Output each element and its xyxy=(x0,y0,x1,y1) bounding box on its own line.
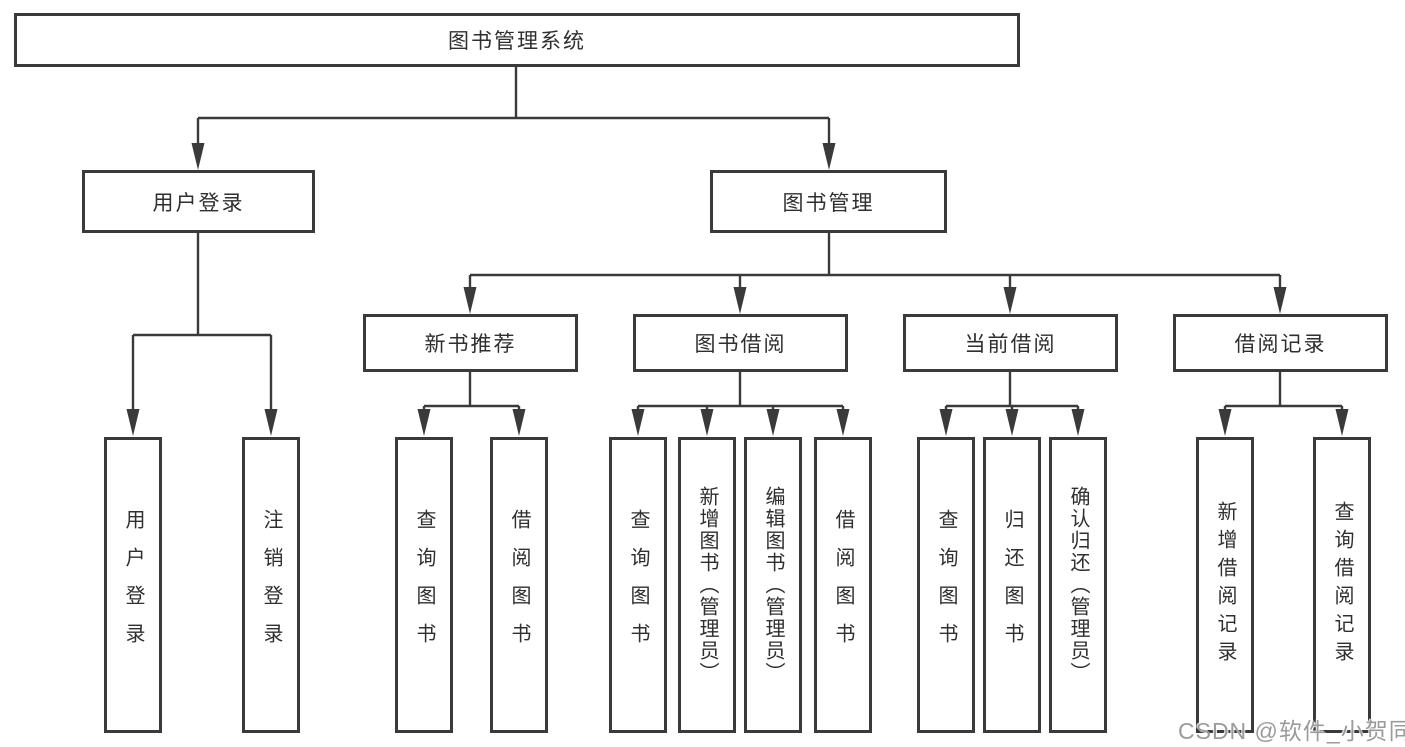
node-user-login: 用户登录 xyxy=(82,170,315,233)
csdn-watermark: CSDN @软件_小贺同学 xyxy=(1178,718,1405,744)
leaf-return-books: 归还图书 xyxy=(983,437,1041,733)
node-borrow-record: 借阅记录 xyxy=(1173,314,1388,372)
leaf-borrow-books-recommend: 借阅图书 xyxy=(490,437,548,733)
leaf-confirm-return-admin: 确认归还（管理员） xyxy=(1049,437,1107,733)
leaf-query-books-borrow: 查询图书 xyxy=(609,437,667,733)
node-current-borrow: 当前借阅 xyxy=(903,314,1118,372)
leaf-user-login: 用户登录 xyxy=(104,437,162,733)
node-book-borrow: 图书借阅 xyxy=(633,314,848,372)
leaf-query-books-current: 查询图书 xyxy=(917,437,975,733)
node-new-book-recommend: 新书推荐 xyxy=(363,314,578,372)
node-book-management: 图书管理 xyxy=(710,170,947,233)
leaf-add-book-admin: 新增图书（管理员） xyxy=(678,437,736,733)
node-root-system: 图书管理系统 xyxy=(14,13,1020,67)
leaf-query-books-recommend: 查询图书 xyxy=(395,437,453,733)
leaf-edit-book-admin: 编辑图书（管理员） xyxy=(744,437,802,733)
leaf-borrow-books: 借阅图书 xyxy=(814,437,872,733)
leaf-query-borrow-record: 查询借阅记录 xyxy=(1313,437,1371,733)
leaf-add-borrow-record: 新增借阅记录 xyxy=(1196,437,1254,733)
leaf-logout: 注销登录 xyxy=(242,437,300,733)
